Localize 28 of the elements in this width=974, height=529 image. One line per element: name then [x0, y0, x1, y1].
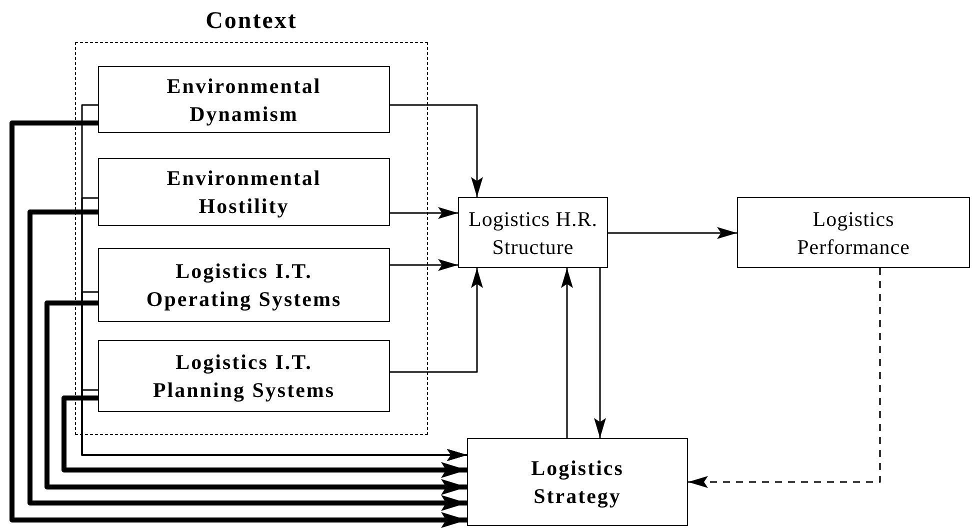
process-box	[737, 197, 970, 268]
arrow	[390, 259, 458, 271]
arrow	[688, 268, 881, 488]
box-label: Environmental Hostility	[166, 165, 322, 220]
process-box	[98, 248, 390, 322]
arrow	[390, 207, 458, 219]
box-label: Logistics Performance	[796, 206, 911, 260]
arrow	[561, 268, 573, 438]
process-box	[467, 438, 688, 526]
arrow	[28, 210, 467, 511]
box-label: Logistics I.T. Planning Systems	[152, 349, 336, 404]
arrow	[608, 227, 737, 239]
arrow	[594, 268, 606, 438]
box-label: Logistics Strategy	[530, 455, 625, 510]
arrow	[390, 268, 483, 373]
process-box	[98, 158, 390, 226]
arrow	[44, 300, 467, 495]
process-box	[98, 66, 390, 133]
process-box	[98, 340, 390, 412]
box-label: Logistics I.T. Operating Systems	[145, 258, 343, 313]
arrow	[62, 396, 467, 478]
box-label: Environmental Dynamism	[166, 72, 322, 128]
box-label: Logistics H.R. Structure	[468, 206, 598, 260]
group-heading: Context	[204, 7, 298, 36]
process-box	[458, 197, 608, 268]
arrow	[10, 120, 467, 528]
arrow	[81, 389, 467, 461]
arrow	[390, 104, 483, 197]
